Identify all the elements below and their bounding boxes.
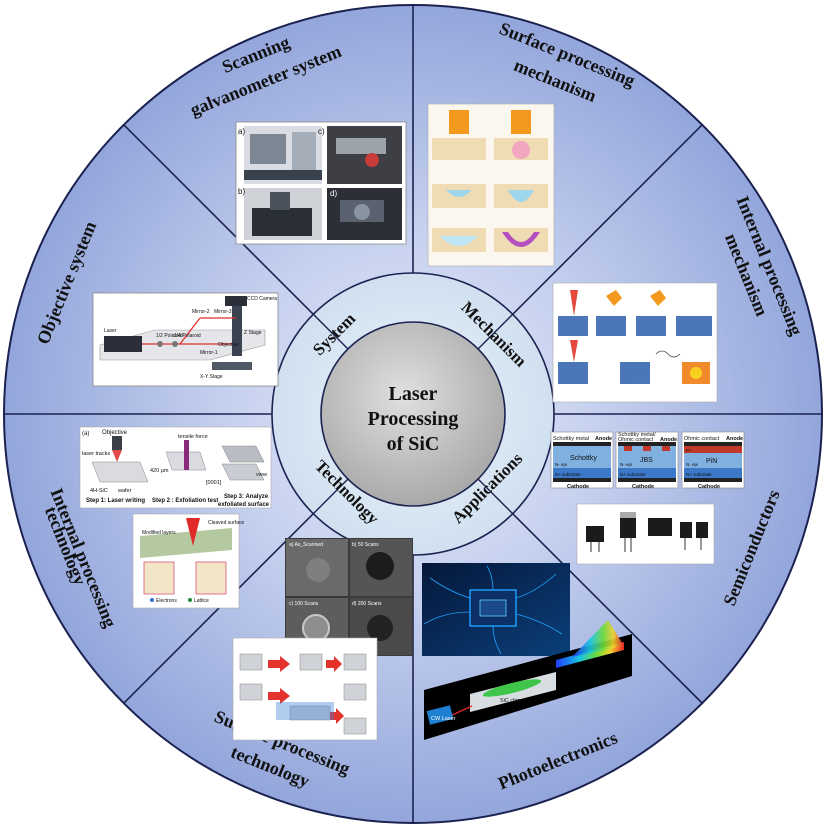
obj-label-obj: Objective <box>218 342 239 348</box>
semi-label-nepi-3: N- epi <box>686 462 698 467</box>
itech-step3a: Step 3: Analyze <box>224 494 269 500</box>
obj-label-ccd: CCD Camera <box>247 296 277 302</box>
semiconductor-devices-photo <box>576 503 715 565</box>
semi-label-ohmic-2: Ohmic contact <box>684 436 720 442</box>
semi-label-anode-2: Anode <box>660 437 677 443</box>
itech-label-modified: Modified layers <box>142 530 176 536</box>
itech-label-tensile: tensile force <box>178 434 208 440</box>
semi-label-nsub-2: N+ substrate <box>620 472 646 477</box>
itech-label-depth: 420 μm <box>150 468 169 474</box>
itech-label-dir: [0001] <box>206 480 222 486</box>
obj-label-zstage: Z Stage <box>244 330 262 336</box>
semi-label-nepi-1: N- epi <box>555 462 567 467</box>
sem-label-b: b) 50 Scans <box>352 542 379 548</box>
obj-label-mirror1: Mirror-1 <box>200 350 218 356</box>
obj-label-mirror2: Mirror-2 <box>192 309 210 315</box>
center-title-line1: Laser <box>389 383 438 405</box>
surface-tech-flow-panel <box>232 637 378 741</box>
photoelectronics-chip-image <box>422 563 570 656</box>
galvo-label-b: b) <box>238 187 245 196</box>
semi-label-cathode-2: Cathode <box>632 484 654 490</box>
obj-label-mirror3: Mirror-3 <box>214 309 232 315</box>
photo-label-laser: CW Laser <box>431 716 456 722</box>
sem-label-a: a) As_Scanned <box>289 542 323 548</box>
itech-label-view: view <box>256 472 267 478</box>
semi-label-anode-3: Anode <box>726 436 743 442</box>
center-circle <box>320 321 506 507</box>
semi-label-cathode-1: Cathode <box>567 484 589 490</box>
obj-label-half: 1/2 Polaroid <box>156 333 183 339</box>
center-title-line2: Processing <box>368 408 459 430</box>
semi-label-nsub-3: N+ substrate <box>686 472 712 477</box>
obj-label-quarter: 1/4 Polaroid <box>174 333 201 339</box>
itech-label-wafer: wafer <box>117 488 132 494</box>
semi-label-schottky: Schottky <box>570 455 597 462</box>
semi-label-cathode-3: Cathode <box>698 484 720 490</box>
galvo-photo-panel: a) c) b) d) <box>235 121 407 245</box>
center-title-line3: of SiC <box>387 433 440 455</box>
obj-label-laser: Laser <box>104 328 117 334</box>
itech-label-electrons: Electrons <box>156 598 177 604</box>
itech-label-cleaved: Cleaved surface <box>208 520 244 526</box>
itech-step2: Step 2 : Exfoliation test <box>152 498 218 504</box>
semi-label-schottky-metal: Schottky metal <box>553 436 589 442</box>
itech-step1: Step 1: Laser writing <box>86 498 145 504</box>
surface-mechanism-panel <box>427 103 555 267</box>
internal-tech-panel-bottom: Cleaved surface Modified layers Electron… <box>132 513 244 609</box>
semi-label-sm-ohmic: Schottky metal/ <box>618 432 656 438</box>
sem-label-d: d) 200 Scans <box>352 601 382 607</box>
itech-label-sic: 4H-SiC <box>90 488 108 494</box>
itech-label-lattice: Lattice <box>194 598 209 604</box>
itech-label-a: (a) <box>82 431 89 437</box>
objective-system-panel: Laser CCD Camera Mirror-2 Mirror-3 1/2 P… <box>92 292 279 387</box>
semiconductor-structures-panel: Schottky metal Anode Schottky N- epi N+ … <box>550 431 745 490</box>
galvo-label-d: d) <box>330 189 337 198</box>
semi-label-pplus: P+ <box>686 448 692 453</box>
galvo-label-a: a) <box>238 127 245 136</box>
itech-label-objective: Objective <box>102 430 128 436</box>
internal-mechanism-panel <box>552 282 718 403</box>
itech-label-tracks: laser tracks <box>82 451 110 457</box>
semi-label-jbs: JBS <box>640 457 653 464</box>
semi-label-anode-1: Anode <box>595 436 612 442</box>
semi-label-ohmic-1: Ohmic contact <box>618 437 654 443</box>
sem-label-c: c) 100 Scans <box>289 601 319 607</box>
photo-label-chip: SiC chip <box>500 698 520 704</box>
galvo-label-c: c) <box>318 127 325 136</box>
semi-label-nsub-1: N+ substrate <box>555 472 581 477</box>
itech-step3b: exfoliated surface <box>218 502 270 508</box>
semi-label-pin: PiN <box>706 458 717 465</box>
internal-tech-panel-top: (a) Objective laser tracks 420 μm 4H-SiC… <box>79 426 272 509</box>
obj-label-xystage: X-Y Stage <box>200 374 223 380</box>
semi-label-nepi-2: N- epi <box>620 462 632 467</box>
photoelectronics-laser-panel: CW Laser SiC chip <box>424 620 632 740</box>
